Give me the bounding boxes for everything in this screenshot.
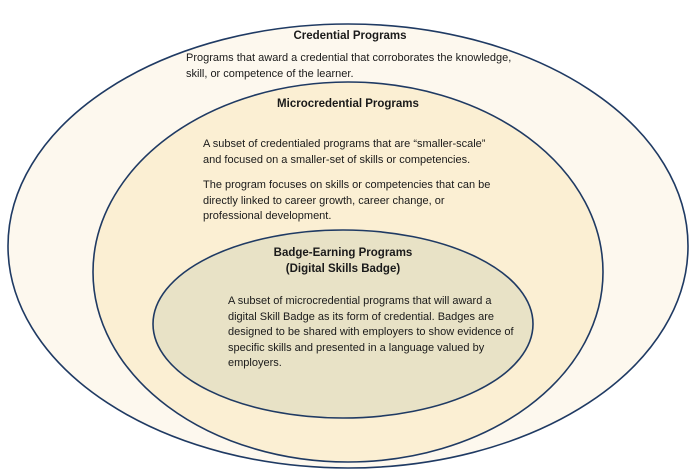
- badge-earning-programs-title: Badge-Earning Programs (Digital Skills B…: [213, 245, 473, 277]
- microcredential-paragraph-2: The program focuses on skills or compete…: [203, 179, 491, 222]
- badge-earning-programs-ellipse: [152, 229, 534, 419]
- credential-programs-description: Programs that award a credential that co…: [186, 52, 512, 80]
- microcredential-programs-text: A subset of credentialed programs that a…: [203, 137, 503, 225]
- credential-programs-title: Credential Programs: [293, 30, 407, 42]
- badge-title-line-2: (Digital Skills Badge): [285, 263, 401, 275]
- microcredential-paragraph-1: A subset of credentialed programs that a…: [203, 138, 486, 166]
- badge-title-line-1: Badge-Earning Programs: [273, 247, 413, 259]
- badge-earning-programs-description: A subset of microcredential programs tha…: [228, 295, 514, 369]
- microcredential-programs-title: Microcredential Programs: [277, 98, 419, 110]
